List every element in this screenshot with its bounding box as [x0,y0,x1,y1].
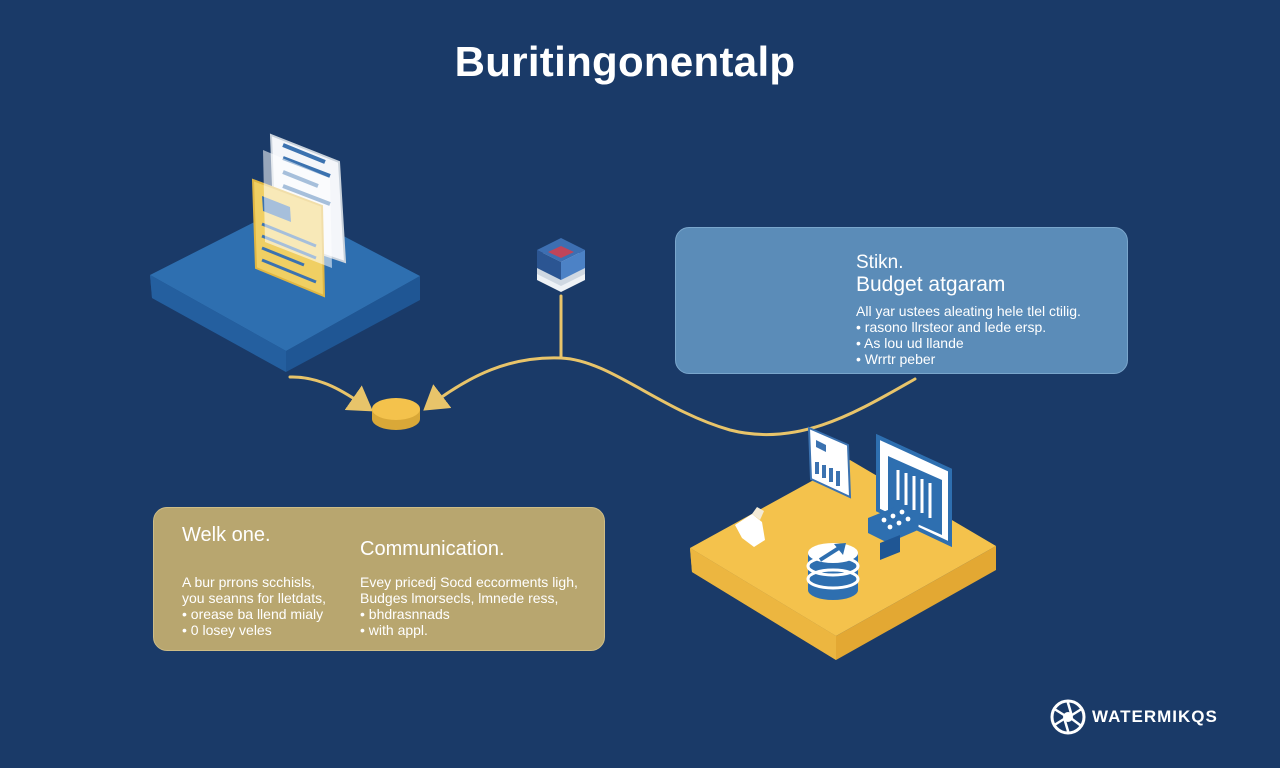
report-card-icon [807,426,852,499]
watermark-text: WATERMIKQS [1092,707,1218,726]
communication-card-line: • with appl. [360,622,428,638]
communication-card-right-body: Evey pricedj Socd eccorments ligh, Budge… [360,574,578,638]
budget-card-body: All yar ustees aleating hele tlel ctilig… [856,303,1081,367]
communication-card-line: • 0 losey veles [182,622,272,638]
hub-node [372,398,420,430]
document-stack-icon [251,133,347,298]
budget-card-line: All yar ustees aleating hele tlel ctilig… [856,303,1081,319]
diagram-title: Buritingonentalp [454,38,796,85]
stacked-layers-icon [537,238,585,292]
connector-lines [288,294,917,437]
connector-wave-to-hub [423,356,917,437]
communication-card-right-heading: Communication. [360,538,505,560]
hand-pointer-icon [735,507,765,547]
communication-card-line: Budges lmorsecls, lmnede ress, [360,590,559,606]
budget-card-line: • Wrrtr peber [856,351,936,367]
communication-card: Welk one. Communication. A bur prrons sc… [153,507,605,651]
keyboard-device-icon [868,505,920,560]
coin-stack-icon [806,543,860,600]
communication-card-line: Evey pricedj Socd eccorments ligh, [360,574,578,590]
communication-card-line: • bhdrasnnads [360,606,450,622]
budget-card-line: • rasono llrsteor and lede ersp. [856,319,1047,335]
watermark: WATERMIKQS [1050,699,1218,735]
budget-card: Stikn. Budget atgaram All yar ustees ale… [675,227,1128,374]
budget-card-heading: Budget atgaram [856,273,1006,296]
connector-documents-to-hub [288,375,373,412]
budget-card-line: • As lou ud llande [856,335,964,351]
communication-card-line: you seanns for lletdats, [182,590,326,606]
communication-card-left-body: A bur prrons scchisls, you seanns for ll… [182,574,326,638]
communication-card-line: • orease ba llend mialy [182,606,324,622]
communication-card-left-heading: Welk one. [182,524,271,546]
budget-card-eyebrow: Stikn. [856,252,904,273]
communication-card-line: A bur prrons scchisls, [182,574,316,590]
aperture-logo-icon [1050,699,1086,735]
